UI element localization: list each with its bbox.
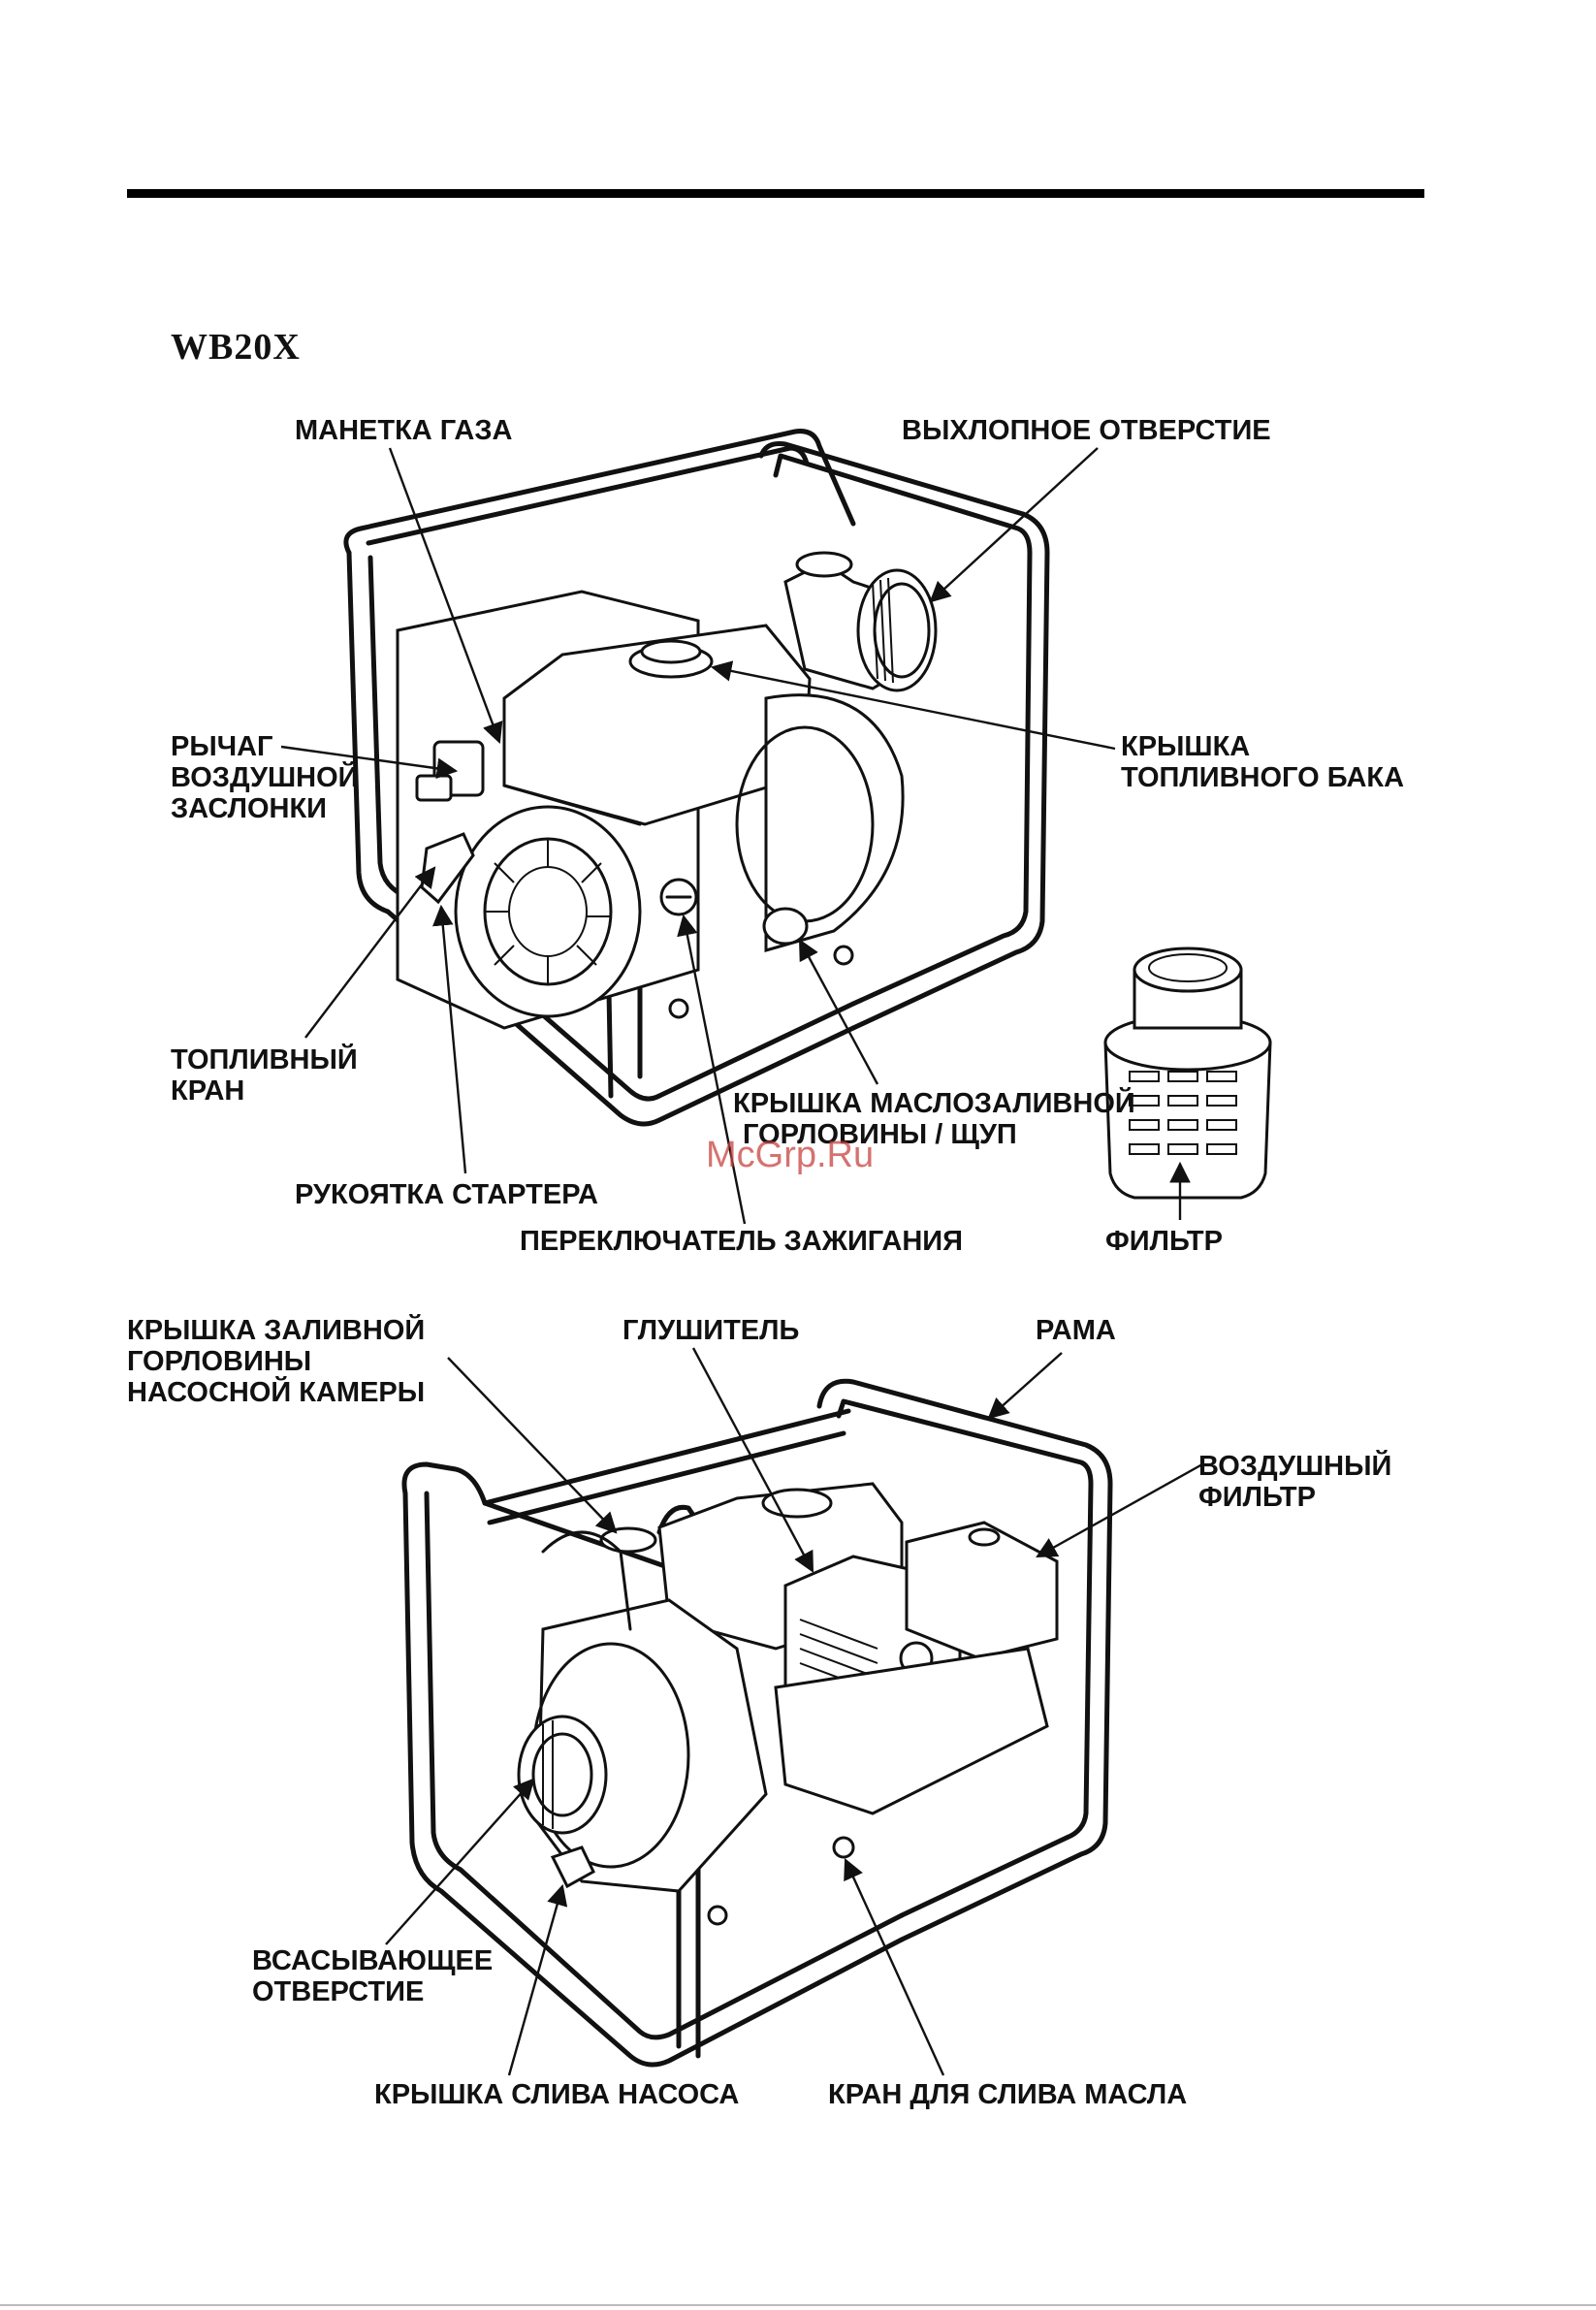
label-fuel-cap-line1: КРЫШКА [1121,731,1251,762]
label-priming-cap: КРЫШКА ЗАЛИВНОЙ ГОРЛОВИНЫ НАСОСНОЙ КАМЕР… [127,1315,425,1408]
strainer-drawing [1103,946,1272,1200]
label-air-filter: ВОЗДУШНЫЙ ФИЛЬТР [1198,1451,1391,1513]
label-fuel-valve: ТОПЛИВНЫЙ КРАН [171,1044,358,1107]
label-oil-cap: КРЫШКА МАСЛОЗАЛИВНОЙ ГОРЛОВИНЫ / ЩУП [733,1088,1135,1150]
label-throttle: МАНЕТКА ГАЗА [295,415,513,446]
label-ignition-switch: ПЕРЕКЛЮЧАТЕЛЬ ЗАЖИГАНИЯ [520,1226,963,1257]
label-frame: РАМА [1036,1315,1116,1346]
label-oil-cap-line2: ГОРЛОВИНЫ / ЩУП [743,1119,1017,1150]
label-oil-cap-line1: КРЫШКА МАСЛОЗАЛИВНОЙ [733,1088,1135,1119]
label-choke-lever: РЫЧАГ ВОЗДУШНОЙ ЗАСЛОНКИ [171,731,358,824]
label-muffler: ГЛУШИТЕЛЬ [622,1315,800,1346]
label-starter-grip: РУКОЯТКА СТАРТЕРА [295,1179,598,1210]
label-choke-line3: ЗАСЛОНКИ [171,793,328,824]
label-fuel-valve-line1: ТОПЛИВНЫЙ [171,1044,358,1075]
label-fuel-cap-line2: ТОПЛИВНОГО БАКА [1121,762,1405,793]
label-fuel-cap: КРЫШКА ТОПЛИВНОГО БАКА [1121,731,1404,793]
label-fuel-valve-line2: КРАН [171,1075,245,1107]
label-suction-port: ВСАСЫВАЮЩЕЕ ОТВЕРСТИЕ [252,1945,493,2007]
label-pump-drain-cap: КРЫШКА СЛИВА НАСОСА [374,2079,740,2110]
watermark: McGrp.Ru [706,1135,875,1175]
model-heading: WB20X [171,327,301,368]
label-suction-port-line1: ВСАСЫВАЮЩЕЕ [252,1945,494,1976]
bottom-pump-drawing [401,1378,1113,2068]
top-rule [127,189,1424,198]
label-choke-line1: РЫЧАГ [171,731,273,762]
bottom-leader-lines [385,1347,1203,2076]
label-suction-port-line2: ОТВЕРСТИЕ [252,1976,425,2007]
label-strainer: ФИЛЬТР [1105,1226,1223,1257]
label-air-filter-line1: ВОЗДУШНЫЙ [1198,1451,1392,1482]
label-choke-line2: ВОЗДУШНОЙ [171,762,359,793]
label-priming-cap-line2: ГОРЛОВИНЫ [127,1346,312,1377]
top-leader-lines [280,447,1191,1225]
label-priming-cap-line1: КРЫШКА ЗАЛИВНОЙ [127,1315,426,1346]
label-priming-cap-line3: НАСОСНОЙ КАМЕРЫ [127,1377,426,1408]
label-exhaust-port: ВЫХЛОПНОЕ ОТВЕРСТИЕ [902,415,1271,446]
label-oil-drain-valve: КРАН ДЛЯ СЛИВА МАСЛА [828,2079,1188,2110]
bottom-edge-rule [0,2304,1596,2306]
top-pump-drawing [343,429,1050,1127]
label-air-filter-line2: ФИЛЬТР [1198,1482,1316,1513]
